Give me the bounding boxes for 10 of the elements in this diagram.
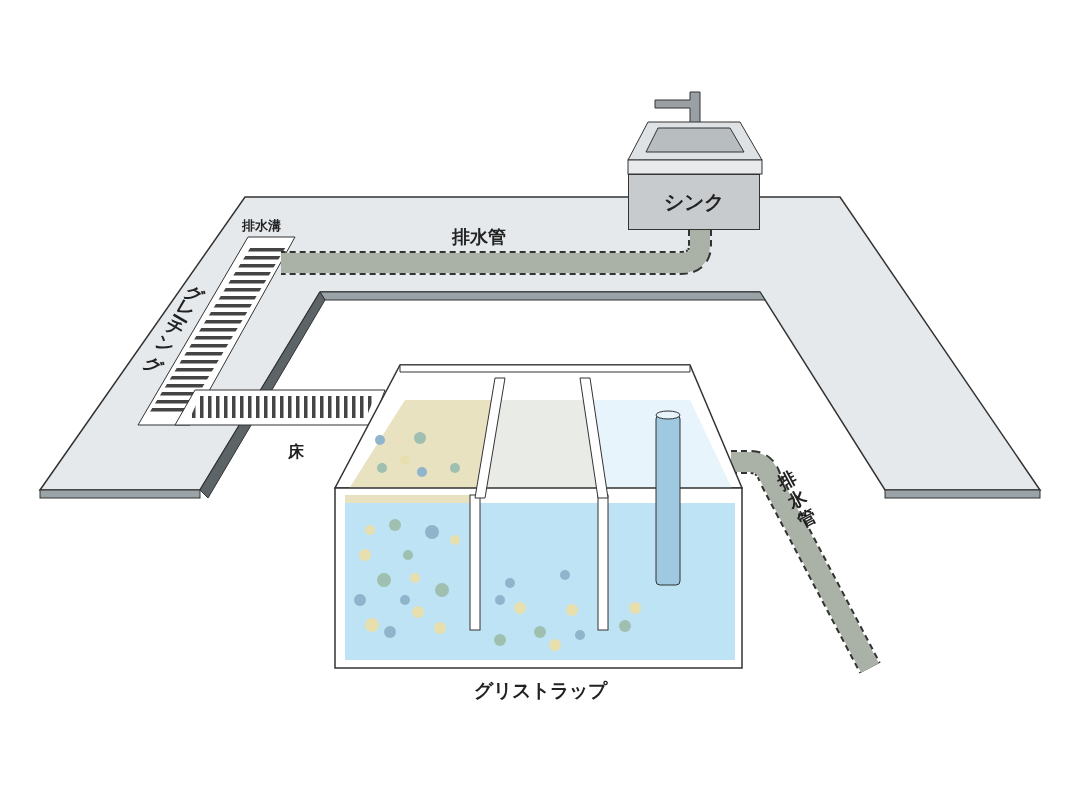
sink-cabinet: シンク xyxy=(628,174,760,230)
grating-label: グレーチング xyxy=(145,268,216,369)
tank-caption: グリストラップ xyxy=(472,678,609,703)
drain-grating xyxy=(137,236,386,426)
drain-ditch-label: 排水溝 xyxy=(242,217,281,235)
pipe-label: 排水管 xyxy=(773,465,822,533)
drain-pipe xyxy=(731,452,879,673)
floor-label: 床 xyxy=(288,442,304,463)
pipe-label: 排水管 xyxy=(452,225,506,249)
drain-pipe xyxy=(281,230,710,273)
